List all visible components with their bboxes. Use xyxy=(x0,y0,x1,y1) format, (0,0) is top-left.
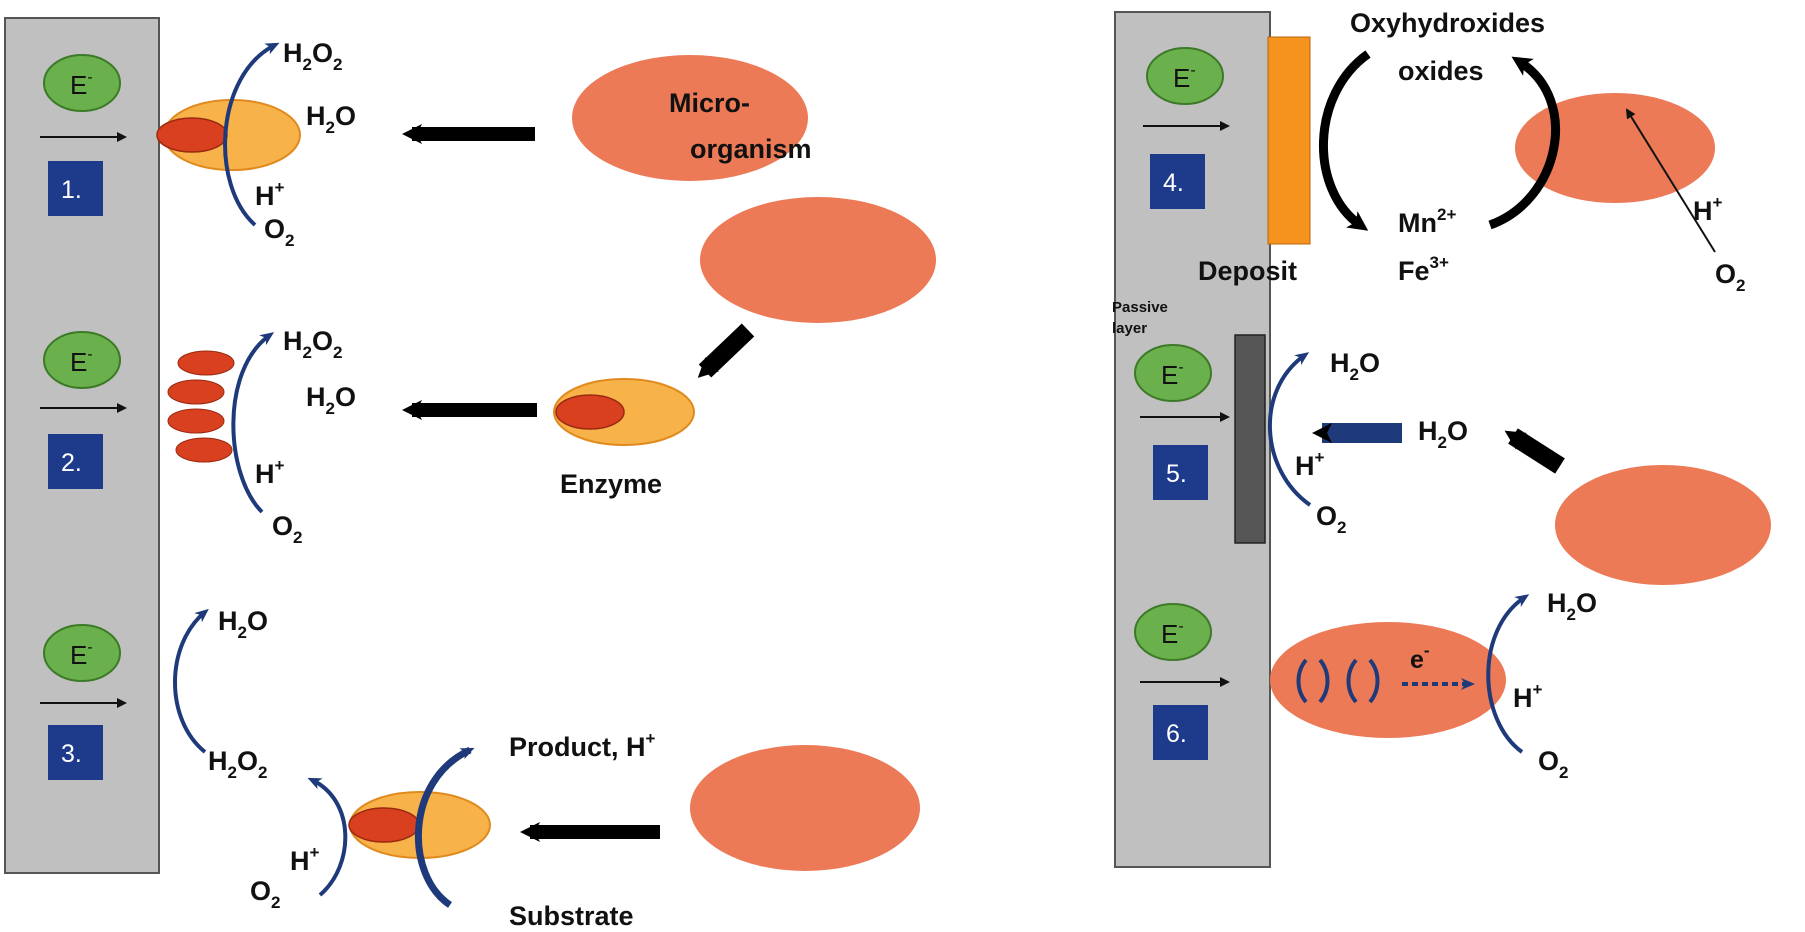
deposit-layer xyxy=(1267,36,1311,245)
panel-number-4: 4. xyxy=(1163,169,1184,197)
enzyme-3-inner xyxy=(348,807,420,843)
panel-number-5: 5. xyxy=(1166,460,1187,488)
panel6-h2o: H2O xyxy=(1547,588,1597,624)
panel1-h2o2: H2O2 xyxy=(283,38,342,74)
deposit-label: Deposit xyxy=(1198,256,1297,286)
electron-label-6: E- xyxy=(1161,618,1184,649)
panel2-h2o: H2O xyxy=(306,382,356,418)
microorganism-5 xyxy=(1555,465,1771,585)
electron-label-5: E- xyxy=(1161,359,1184,390)
panel-number-box-1 xyxy=(48,161,103,216)
fe-label: Fe3+ xyxy=(1398,253,1449,286)
electron-transfer-label: e- xyxy=(1410,641,1430,674)
electron-label-2: E- xyxy=(70,346,93,377)
microorganism-3 xyxy=(690,745,920,871)
deposit-reduction-arrow xyxy=(1319,50,1371,231)
redox-bracket-3 xyxy=(1346,658,1358,704)
panel1-proton: H+ xyxy=(255,178,285,211)
panel2-oxygen: O2 xyxy=(272,511,302,547)
redox-bracket-2 xyxy=(1318,658,1330,704)
substrate-curve xyxy=(414,746,475,908)
reaction-curve-3b xyxy=(307,777,348,897)
electron-ball-2 xyxy=(43,331,121,389)
electron-ball-4 xyxy=(1146,47,1224,105)
electron-ball-6 xyxy=(1134,603,1212,661)
panel-number-6: 6. xyxy=(1166,720,1187,748)
redox-bracket-4 xyxy=(1368,658,1380,704)
panel1-oxygen: O2 xyxy=(264,214,294,250)
panel3-oxygen: O2 xyxy=(250,876,280,912)
panel6-proton: H+ xyxy=(1513,680,1543,713)
panel-number-box-2 xyxy=(48,434,103,489)
electron-ball-5 xyxy=(1134,344,1212,402)
panel-number-2: 2. xyxy=(61,449,82,477)
microorganism-label-line2: organism xyxy=(690,134,812,164)
microorganism-4 xyxy=(1515,93,1715,203)
panel1-h2o: H2O xyxy=(306,101,356,137)
microorganism-1 xyxy=(572,55,808,181)
enzyme-2-inner xyxy=(555,394,625,430)
substrate-label: Substrate xyxy=(509,901,634,931)
enzyme-fragment-1 xyxy=(177,350,235,376)
panel2-h2o2: H2O2 xyxy=(283,326,342,362)
passive-layer-label-line2: layer xyxy=(1112,320,1147,337)
reaction-curve-3a xyxy=(173,608,209,754)
panel-number-box-6 xyxy=(1153,705,1208,760)
reaction-curve-2 xyxy=(231,332,275,514)
enzyme-fragment-3 xyxy=(167,408,225,434)
electron-ball-1 xyxy=(43,54,121,112)
oxyhydroxides-label: Oxyhydroxides xyxy=(1350,8,1545,38)
panel5-oxygen: O2 xyxy=(1316,501,1346,537)
enzyme-fragment-4 xyxy=(175,437,233,463)
panel5-h2o-input: H2O xyxy=(1418,416,1468,452)
reaction-curve-5 xyxy=(1267,352,1312,507)
oxides-label: oxides xyxy=(1398,56,1484,86)
panel4-proton: H+ xyxy=(1693,193,1723,226)
reaction-curve-1 xyxy=(223,42,280,227)
panel-number-box-4 xyxy=(1150,154,1205,209)
microorganism-label-line1: Micro- xyxy=(669,88,750,118)
panel5-h2o-product: H2O xyxy=(1330,348,1380,384)
mn-label: Mn2+ xyxy=(1398,205,1456,238)
panel-number-box-5 xyxy=(1153,445,1208,500)
oxidation-curve-4 xyxy=(1488,56,1560,230)
panel6-oxygen: O2 xyxy=(1538,746,1568,782)
passive-layer-label-line1: Passive xyxy=(1112,299,1168,316)
passive-layer xyxy=(1234,334,1266,544)
electron-label-1: E- xyxy=(70,69,93,100)
panel3-proton: H+ xyxy=(290,843,320,876)
arrow-microbe-to-h2o-5 xyxy=(1504,428,1565,474)
enzyme-label: Enzyme xyxy=(560,469,662,499)
redox-bracket-1 xyxy=(1296,658,1308,704)
arrow-microbe-to-enzyme-2 xyxy=(697,323,755,378)
panel-number-3: 3. xyxy=(61,740,82,768)
panel3-h2o2: H2O2 xyxy=(208,746,267,782)
enzyme-fragment-2 xyxy=(167,379,225,405)
electron-label-3: E- xyxy=(70,639,93,670)
reaction-curve-6 xyxy=(1486,594,1530,754)
panel5-proton: H+ xyxy=(1295,448,1325,481)
proton-arrow-4 xyxy=(1625,108,1716,253)
panel-number-box-3 xyxy=(48,725,103,780)
panel-number-1: 1. xyxy=(61,176,82,204)
panel2-proton: H+ xyxy=(255,456,285,489)
product-label: Product, H+ xyxy=(509,729,656,762)
microorganism-2 xyxy=(700,197,936,323)
electron-label-4: E- xyxy=(1173,62,1196,93)
electron-ball-3 xyxy=(43,624,121,682)
panel4-oxygen: O2 xyxy=(1715,259,1745,295)
enzyme-1-inner xyxy=(156,117,228,153)
panel3-h2o: H2O xyxy=(218,606,268,642)
microorganism-6 xyxy=(1270,622,1506,738)
